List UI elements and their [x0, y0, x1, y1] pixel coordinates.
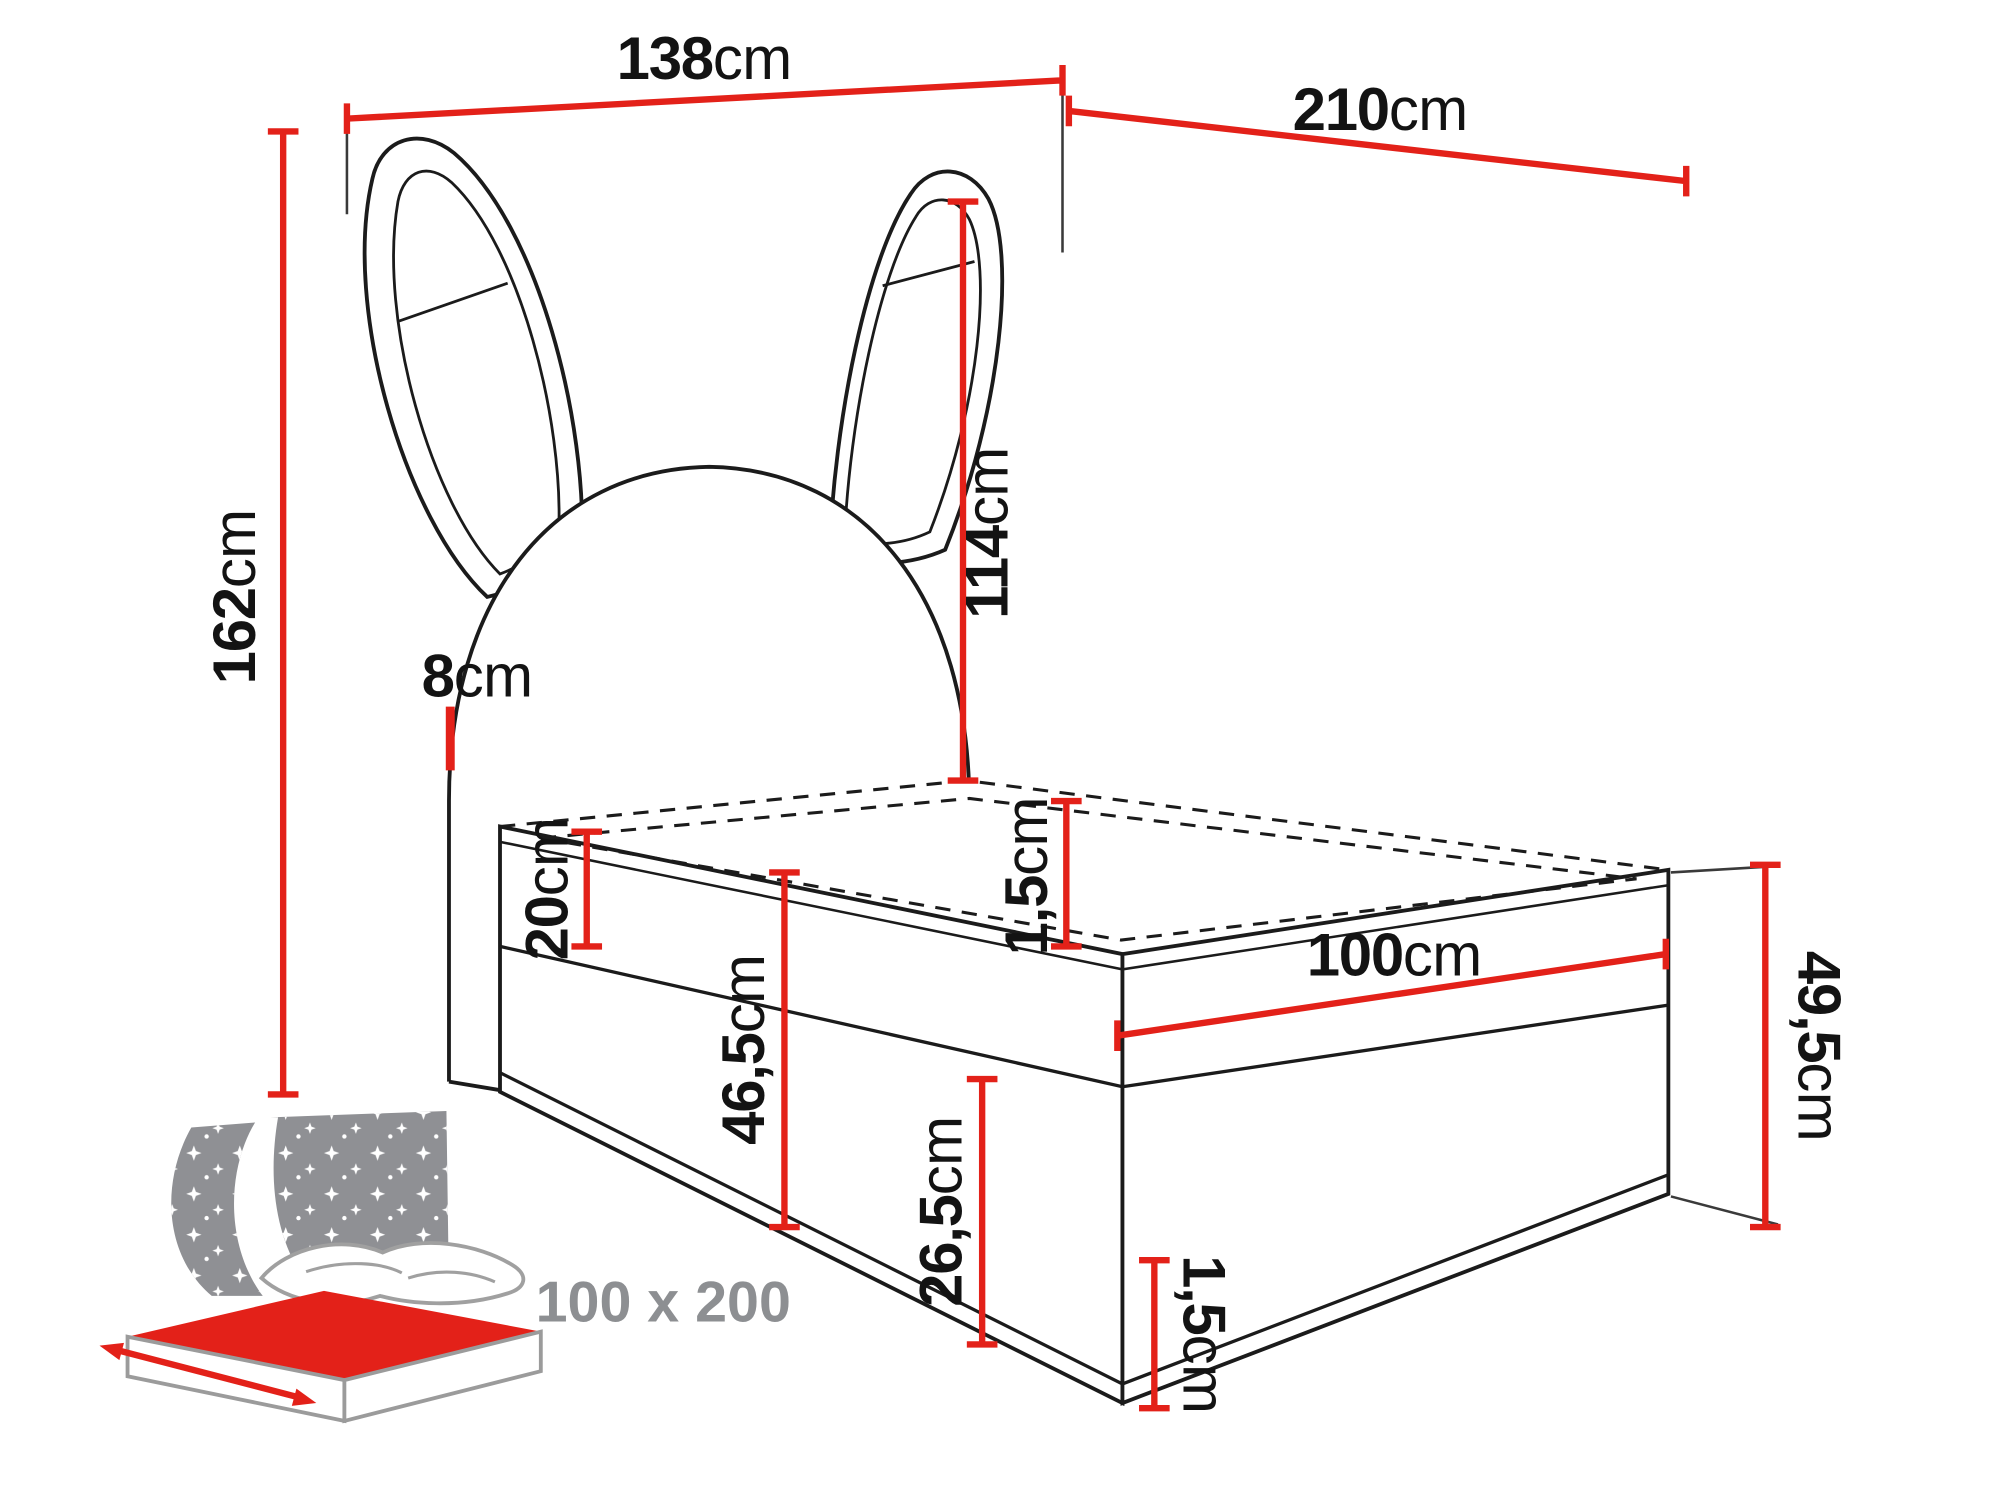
- dim-114-label: 114cm: [954, 447, 1021, 619]
- dim-unit: cm: [514, 818, 581, 897]
- headboard-outline: [447, 464, 972, 1082]
- dim-1-5-bottom-line: [1139, 1257, 1170, 1412]
- dim-unit: cm: [454, 642, 533, 709]
- thumbnail-base-right-face: [342, 1329, 543, 1424]
- dim-unit: cm: [710, 955, 777, 1034]
- dim-138-line: [343, 65, 1066, 134]
- dim-49-5-label: 49,5cm: [1785, 951, 1852, 1141]
- dim-value: 46,5: [710, 1033, 777, 1145]
- dimension-labels: 138cm 210cm 162cm 114cm 8cm 20cm 1,5cm 1…: [201, 25, 1852, 1413]
- dim-value: 138: [617, 25, 713, 92]
- bed-drawing: [362, 136, 1671, 1407]
- dim-162-label: 162cm: [201, 510, 268, 685]
- dim-49-5-line: [1750, 861, 1781, 1231]
- thumbnail-duvet: [258, 1241, 526, 1306]
- dim-unit: cm: [201, 510, 268, 589]
- dim-20-line: [571, 828, 603, 950]
- mattress-piping-line: [499, 840, 1669, 971]
- arrow-head-left: [99, 1342, 124, 1361]
- dim-162-line: [267, 128, 299, 1098]
- right-ear: [827, 169, 1005, 566]
- mattress-top-fill: [500, 780, 1669, 955]
- thumbnail-mattress-red: [127, 1290, 541, 1381]
- dim-26-5-label: 26,5cm: [908, 1117, 975, 1307]
- mattress-stitch-dashed: [540, 796, 1637, 942]
- dim-46-5-line: [769, 869, 800, 1231]
- dim-value: 26,5: [908, 1195, 975, 1307]
- thumbnail-size-arrow: [99, 1342, 317, 1406]
- dim-unit: cm: [1389, 76, 1468, 143]
- dim-unit: cm: [1171, 1335, 1238, 1414]
- dim-100-label: 100cm: [1307, 922, 1482, 989]
- dim-138-label: 138cm: [617, 25, 792, 92]
- dim-value: 1,5: [1171, 1255, 1238, 1335]
- dim-unit: cm: [1785, 1062, 1852, 1141]
- leader-lines: [345, 80, 1779, 1226]
- dim-114-line: [947, 198, 979, 784]
- headboard-fill: [448, 466, 970, 1087]
- dim-value: 20: [514, 896, 581, 960]
- dim-100-line: [1114, 938, 1670, 1052]
- right-ear-crease-line: [882, 260, 975, 288]
- dim-210-label: 210cm: [1293, 76, 1468, 143]
- dim-value: 8: [422, 642, 454, 709]
- dim-value: 100: [1307, 922, 1403, 989]
- dim-value: 114: [954, 524, 1021, 619]
- dim-unit: cm: [1403, 922, 1482, 989]
- left-ear-crease-line: [397, 281, 509, 323]
- thumbnail-size-label: 100 x 200: [536, 1270, 791, 1334]
- dim-20-label: 20cm: [514, 818, 581, 961]
- right-ear-inner-line: [842, 198, 982, 546]
- dim-value: 162: [201, 588, 268, 684]
- bed-foot-face: [1120, 867, 1671, 1406]
- arrow-shaft: [113, 1346, 302, 1402]
- mattress-base-seam: [499, 944, 1669, 1089]
- dim-1-5-top-label: 1,5cm: [993, 797, 1060, 955]
- arrow-head-right: [291, 1388, 317, 1406]
- dimension-lines: [267, 65, 1781, 1412]
- dim-value: 49,5: [1785, 951, 1852, 1063]
- dim-unit: cm: [713, 25, 792, 92]
- bed-thumbnail: [99, 1110, 543, 1424]
- dim-unit: cm: [908, 1117, 975, 1196]
- dim-value: 1,5: [993, 876, 1060, 956]
- dim-unit: cm: [993, 797, 1060, 876]
- dim-1-5-top-line: [1051, 797, 1082, 950]
- dim-26-5-line: [966, 1075, 998, 1348]
- headboard-bottom-edge: [448, 1079, 503, 1093]
- dim-value: 210: [1293, 76, 1389, 143]
- dim-210-line: [1065, 95, 1690, 197]
- base-bottom-strip-line: [499, 1071, 1669, 1386]
- dim-1-5-bottom-label: 1,5cm: [1171, 1255, 1238, 1413]
- thumbnail-duvet-folds: [305, 1262, 496, 1284]
- leader-49-bottom: [1670, 1195, 1779, 1226]
- dim-46-5-label: 46,5cm: [710, 955, 777, 1145]
- dim-unit: cm: [954, 447, 1021, 526]
- dim-8-label: 8cm: [422, 642, 533, 709]
